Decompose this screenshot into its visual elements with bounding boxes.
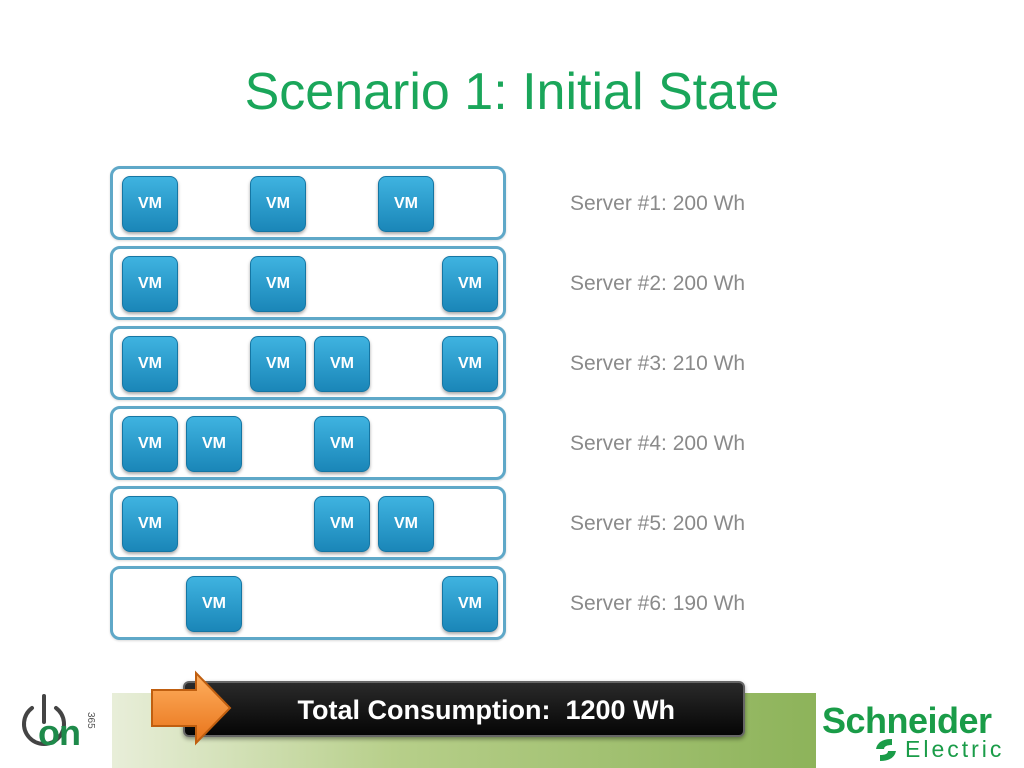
vm-block: VM [442, 256, 498, 312]
arrow-right-icon [151, 670, 232, 746]
vm-block: VM [314, 496, 370, 552]
vm-block: VM [250, 256, 306, 312]
vm-block: VM [314, 416, 370, 472]
vm-block: VM [378, 496, 434, 552]
on365-logo-sub: 365 [85, 712, 96, 729]
server-row-2: VM VM VM [110, 246, 506, 320]
server-label-3: Server #3: 210 Wh [570, 352, 746, 375]
server-label-1: Server #1: 200 Wh [570, 192, 746, 215]
vm-block: VM [442, 576, 498, 632]
on365-logo-text: on [38, 712, 81, 753]
vm-block: VM [122, 176, 178, 232]
server-label-6: Server #6: 190 Wh [570, 592, 746, 615]
vm-block: VM [186, 416, 242, 472]
vm-block: VM [250, 176, 306, 232]
schneider-logo-sub: Electric [905, 736, 1005, 762]
server-label-2: Server #2: 200 Wh [570, 272, 746, 295]
on365-power-icon [22, 694, 66, 746]
vm-block: VM [314, 336, 370, 392]
vm-block: VM [122, 336, 178, 392]
schneider-logo-icon [876, 739, 896, 761]
total-consumption-bar: Total Consumption: 1200 Wh [183, 681, 745, 737]
vm-block: VM [122, 256, 178, 312]
server-row-1: VM VM VM [110, 166, 506, 240]
schneider-logo-name: Schneider [822, 700, 992, 741]
total-consumption-text: Total Consumption: 1200 Wh [297, 695, 676, 725]
vm-block: VM [122, 496, 178, 552]
vm-block: VM [378, 176, 434, 232]
server-label-4: Server #4: 200 Wh [570, 432, 746, 455]
slide-title: Scenario 1: Initial State [244, 63, 780, 121]
vm-block: VM [442, 336, 498, 392]
server-label-5: Server #5: 200 Wh [570, 512, 746, 535]
vm-block: VM [186, 576, 242, 632]
schneider-logo-box [816, 693, 1024, 768]
server-row-6: VM VM [110, 566, 506, 640]
vm-block: VM [122, 416, 178, 472]
vm-block: VM [250, 336, 306, 392]
